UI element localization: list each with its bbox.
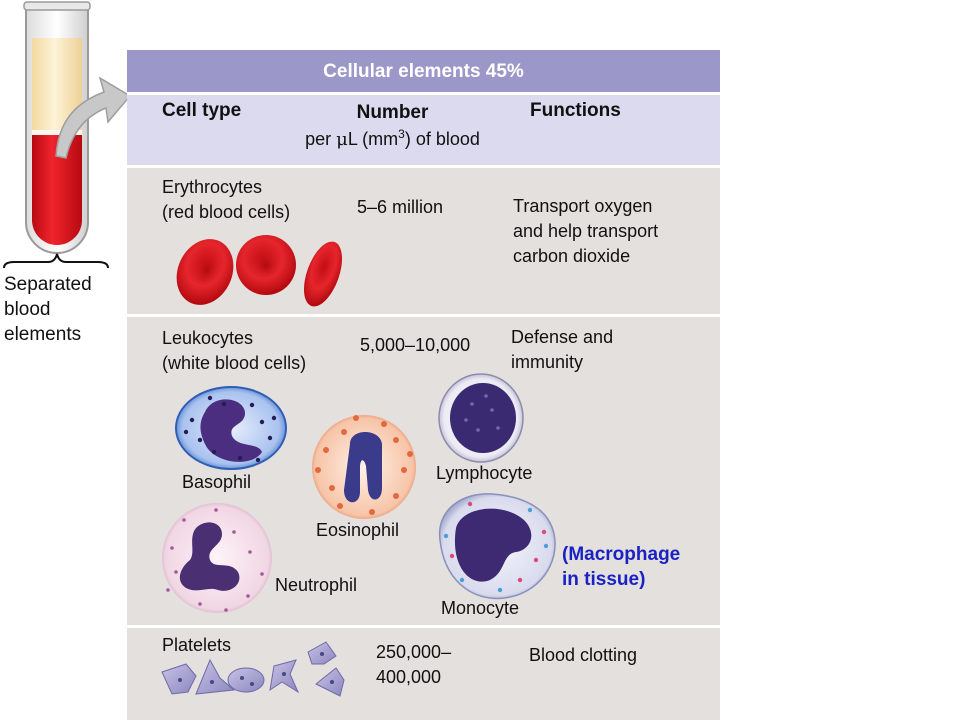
side-label-line: elements — [4, 324, 82, 345]
column-header-cell-type: Cell type — [162, 100, 242, 121]
basophil-label: Basophil — [182, 472, 252, 492]
leukocytes-functions: Defense and immunity — [511, 325, 613, 375]
table-title: Cellular elements 45% — [323, 61, 524, 82]
leukocytes-name: Leukocytes (white blood cells) — [162, 326, 306, 376]
row-name-line: (white blood cells) — [162, 353, 307, 373]
column-header-number-unit: per μL (mm3) of blood — [270, 127, 515, 150]
erythrocytes-number: 5–6 million — [357, 197, 444, 217]
platelets-number: 250,000– 400,000 — [376, 640, 451, 690]
number-line: 400,000 — [376, 667, 442, 687]
pointer-arrow — [55, 76, 130, 159]
eosinophil-label: Eosinophil — [316, 520, 400, 540]
unit-prefix: per — [305, 129, 337, 149]
tube-buffy-coat — [32, 130, 82, 135]
erythrocytes-functions: Transport oxygen and help transport carb… — [513, 194, 658, 269]
unit-suffix: ) of blood — [404, 129, 480, 149]
title-bar — [127, 50, 720, 92]
row-name-line: (red blood cells) — [162, 202, 291, 222]
test-tube-illustration — [3, 1, 130, 269]
separated-blood-elements-label: Separated blood elements — [4, 272, 114, 347]
monocyte-label: Monocyte — [441, 598, 520, 618]
row-name-line: Erythrocytes — [162, 177, 263, 197]
function-line: Defense and — [511, 327, 614, 347]
macrophage-label-line: in tissue) — [562, 569, 646, 590]
side-label-line: Separated — [4, 274, 92, 295]
column-header-band — [127, 95, 720, 165]
row-name-line: Leukocytes — [162, 328, 254, 348]
platelets-functions: Blood clotting — [529, 645, 638, 665]
tube-red-cell-layer — [32, 135, 82, 245]
unit-sup: 3 — [398, 127, 405, 141]
neutrophil-label: Neutrophil — [275, 575, 358, 595]
platelets-name: Platelets — [162, 635, 232, 655]
function-line: and help transport — [513, 221, 659, 241]
leukocytes-number: 5,000–10,000 — [360, 335, 471, 355]
unit-mid: L (mm — [347, 129, 399, 149]
brace-icon — [3, 253, 109, 269]
side-label-line: blood — [4, 299, 51, 320]
column-header-number: Number — [356, 102, 429, 123]
number-line: 250,000– — [376, 642, 452, 662]
tube-rim — [23, 1, 91, 11]
lymphocyte-label: Lymphocyte — [436, 463, 533, 483]
function-line: carbon dioxide — [513, 246, 631, 266]
macrophage-label-line: (Macrophage — [562, 544, 681, 565]
column-header-functions: Functions — [530, 100, 621, 121]
function-line: immunity — [511, 352, 584, 372]
function-line: Transport oxygen — [513, 196, 653, 216]
macrophage-label: (Macrophage in tissue) — [562, 542, 680, 592]
unit-mu: μ — [336, 129, 348, 150]
erythrocytes-name: Erythrocytes (red blood cells) — [162, 175, 290, 225]
